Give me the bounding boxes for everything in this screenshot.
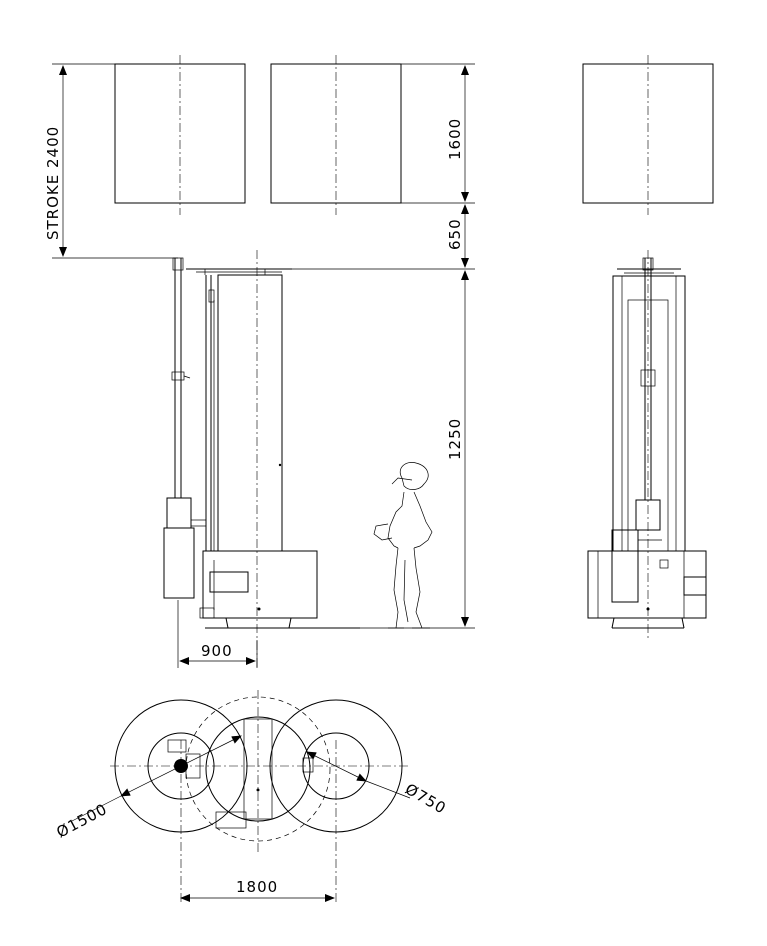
width-900-label: 900 xyxy=(201,642,233,660)
stroke-box-left xyxy=(114,55,246,215)
width-900-dimension: 900 xyxy=(177,600,258,668)
plan-view xyxy=(110,690,410,905)
diameter-750-dimension: Ø750 xyxy=(306,751,449,818)
stroke-dimension: STROKE 2400 xyxy=(44,63,178,259)
stroke-label: STROKE 2400 xyxy=(44,126,62,240)
diameter-750-label: Ø750 xyxy=(402,780,449,818)
side-view-machine xyxy=(163,250,360,670)
diameter-1500-label: Ø1500 xyxy=(53,800,110,842)
stroke-box-middle xyxy=(270,55,402,215)
stroke-box-right xyxy=(582,55,714,215)
height-dimension-chain: 1600 650 1250 xyxy=(290,63,475,629)
width-1800-label: 1800 xyxy=(236,878,278,896)
human-figure xyxy=(373,462,433,629)
height-1250-label: 1250 xyxy=(446,418,464,460)
height-650-label: 650 xyxy=(446,218,464,250)
height-1600-label: 1600 xyxy=(446,118,464,160)
diameter-1500-dimension: Ø1500 xyxy=(53,735,242,842)
width-1800-dimension: 1800 xyxy=(180,878,335,902)
front-view-machine xyxy=(587,250,707,640)
